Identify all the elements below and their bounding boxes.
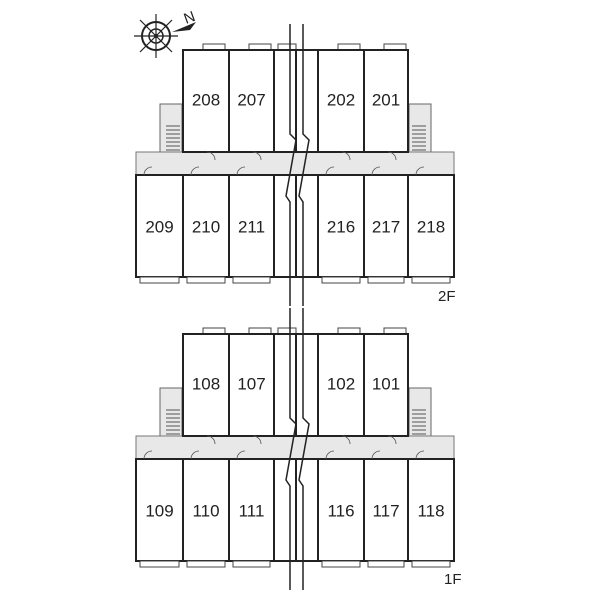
unit-label: 217 (372, 217, 400, 236)
balcony (139, 276, 180, 284)
unit-111: 111 (228, 450, 275, 568)
balcony (411, 276, 451, 284)
unit-209: 209 (135, 166, 184, 284)
unit-211: 211 (228, 166, 275, 284)
compass-rose-icon (134, 14, 196, 58)
unit-108: 108 (182, 333, 230, 445)
unit-116: 116 (317, 450, 365, 568)
unit-208: 208 (182, 49, 230, 161)
corridor (135, 151, 455, 176)
break-marker (285, 24, 310, 306)
balcony (232, 276, 271, 284)
balcony (321, 560, 361, 568)
unit-label: 107 (237, 374, 265, 393)
unit-label: 117 (372, 501, 399, 520)
unit-label: 216 (327, 217, 355, 236)
unit-label: 108 (192, 374, 220, 393)
unit-label: 207 (237, 90, 265, 109)
unit-202: 202 (317, 49, 365, 161)
unit-107: 107 (228, 333, 275, 445)
balcony (232, 560, 271, 568)
unit-label: 218 (417, 217, 445, 236)
unit-210: 210 (182, 166, 230, 284)
balcony (367, 560, 405, 568)
unit-label: 110 (192, 501, 219, 520)
floor-label-2f: 2F (438, 288, 456, 305)
unit-216: 216 (317, 166, 365, 284)
corridor (135, 435, 455, 460)
unit-label: 201 (372, 90, 400, 109)
unit-207: 207 (228, 49, 275, 161)
balcony (186, 276, 226, 284)
balcony (321, 276, 361, 284)
unit-label: 209 (145, 217, 173, 236)
floor-1f: 108 107 102 101 109 110 111 116 117 118 (135, 308, 455, 590)
unit-label: 111 (239, 501, 265, 520)
unit-109: 109 (135, 450, 184, 568)
unit-label: 210 (192, 217, 220, 236)
unit-label: 208 (192, 90, 220, 109)
unit-label: 116 (327, 501, 354, 520)
unit-label: 211 (238, 217, 265, 236)
unit-102: 102 (317, 333, 365, 445)
break-marker (285, 308, 310, 590)
balcony (186, 560, 226, 568)
balcony (411, 560, 451, 568)
unit-101: 101 (363, 333, 409, 445)
floor-label-1f: 1F (444, 571, 462, 588)
unit-217: 217 (363, 166, 409, 284)
compass-north-label: N (182, 8, 198, 28)
unit-label: 101 (372, 374, 400, 393)
unit-label: 102 (327, 374, 355, 393)
stairs-right (408, 103, 432, 161)
unit-118: 118 (407, 450, 455, 568)
unit-117: 117 (363, 450, 409, 568)
unit-label: 118 (417, 501, 444, 520)
unit-label: 202 (327, 90, 355, 109)
unit-label: 109 (145, 501, 173, 520)
unit-218: 218 (407, 166, 455, 284)
floor-2f: 208 207 202 201 209 210 211 216 217 218 (135, 24, 455, 306)
balcony (367, 276, 405, 284)
unit-110: 110 (182, 450, 230, 568)
unit-201: 201 (363, 49, 409, 161)
balcony (139, 560, 180, 568)
